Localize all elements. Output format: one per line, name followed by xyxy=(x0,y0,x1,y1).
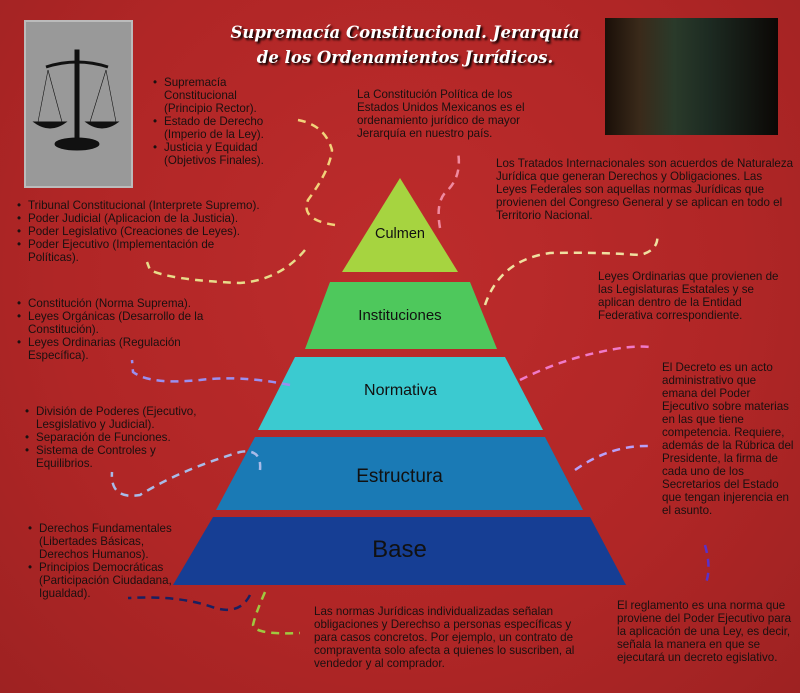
list-item: Principios Democráticas (Participación C… xyxy=(23,561,173,600)
level-label-normativa: Normativa xyxy=(364,382,437,399)
level-label-instituciones: Instituciones xyxy=(358,307,442,324)
arrow-leyes-ordinarias xyxy=(519,345,651,382)
list-item: Poder Judicial (Aplicacion de la Justici… xyxy=(12,212,312,225)
normas-individualizadas-text: Las normas Jurídicas individualizadas se… xyxy=(314,605,575,670)
arrow-estructura-left xyxy=(110,450,262,497)
instituciones-list: Tribunal Constitucional (Interprete Supr… xyxy=(12,199,312,264)
pyramid-level-culmen xyxy=(342,178,458,272)
decreto-text: El Decreto es un acto administrativo que… xyxy=(662,361,794,517)
list-item: Poder Legislativo (Creaciones de Leyes). xyxy=(12,225,312,238)
page-title: Supremacía Constitucional. Jerarquía de … xyxy=(180,20,630,70)
level-label-estructura: Estructura xyxy=(356,466,443,487)
title-line-1: Supremacía Constitucional. Jerarquía xyxy=(230,23,580,42)
arrow-normas-individualizadas xyxy=(251,591,301,635)
arrow-culmen xyxy=(297,118,336,227)
list-item: Derechos Fundamentales (Libertades Básic… xyxy=(23,522,173,561)
reglamento-text: El reglamento es una norma que proviene … xyxy=(617,599,792,664)
list-item: División de Poderes (Ejecutivo, Lesgisla… xyxy=(20,405,220,431)
arrow-normativa-left xyxy=(130,359,291,387)
estructura-list: División de Poderes (Ejecutivo, Lesgisla… xyxy=(20,405,220,470)
arrow-decreto xyxy=(574,444,651,472)
scales-icon xyxy=(26,22,131,186)
arrow-reglamento xyxy=(703,544,710,586)
list-item: Supremacía Constitucional (Principio Rec… xyxy=(148,76,288,115)
level-label-base: Base xyxy=(372,536,427,563)
list-item: Poder Ejecutivo (Implementación de Polít… xyxy=(12,238,247,264)
arrow-tratados xyxy=(483,232,659,306)
arrow-culmen-left xyxy=(145,249,306,285)
scales-of-justice-image xyxy=(24,20,133,188)
pyramid-level-normativa xyxy=(258,357,543,430)
tratados-text: Los Tratados Internacionales son acuerdo… xyxy=(496,157,794,222)
normativa-list: Constitución (Norma Suprema). Leyes Orgá… xyxy=(12,297,232,362)
list-item: Justicia y Equidad (Objetivos Finales). xyxy=(148,141,288,167)
level-label-culmen: Culmen xyxy=(375,226,425,242)
pyramid-level-base xyxy=(173,517,626,585)
list-item: Estado de Derecho (Imperio de la Ley). xyxy=(148,115,288,141)
base-list: Derechos Fundamentales (Libertades Básic… xyxy=(23,522,173,600)
list-item: Sistema de Controles y Equilibrios. xyxy=(20,444,190,470)
law-books-image xyxy=(605,18,778,135)
title-line-2: de los Ordenamientos Jurídicos. xyxy=(256,48,554,67)
pyramid-level-instituciones xyxy=(305,282,497,349)
list-item: Tribunal Constitucional (Interprete Supr… xyxy=(12,199,312,212)
list-item: Constitución (Norma Suprema). xyxy=(12,297,232,310)
leyes-ordinarias-text: Leyes Ordinarias que provienen de las Le… xyxy=(598,270,779,322)
list-item: Leyes Orgánicas (Desarrollo de la Consti… xyxy=(12,310,232,336)
constitucion-text: La Constitución Política de los Estados … xyxy=(357,88,525,140)
arrow-constitucion xyxy=(437,151,461,229)
pyramid-level-estructura xyxy=(216,437,583,510)
list-item: Leyes Ordinarias (Regulación Específica)… xyxy=(12,336,212,362)
list-item: Separación de Funciones. xyxy=(20,431,220,444)
culmen-list: Supremacía Constitucional (Principio Rec… xyxy=(148,76,288,167)
